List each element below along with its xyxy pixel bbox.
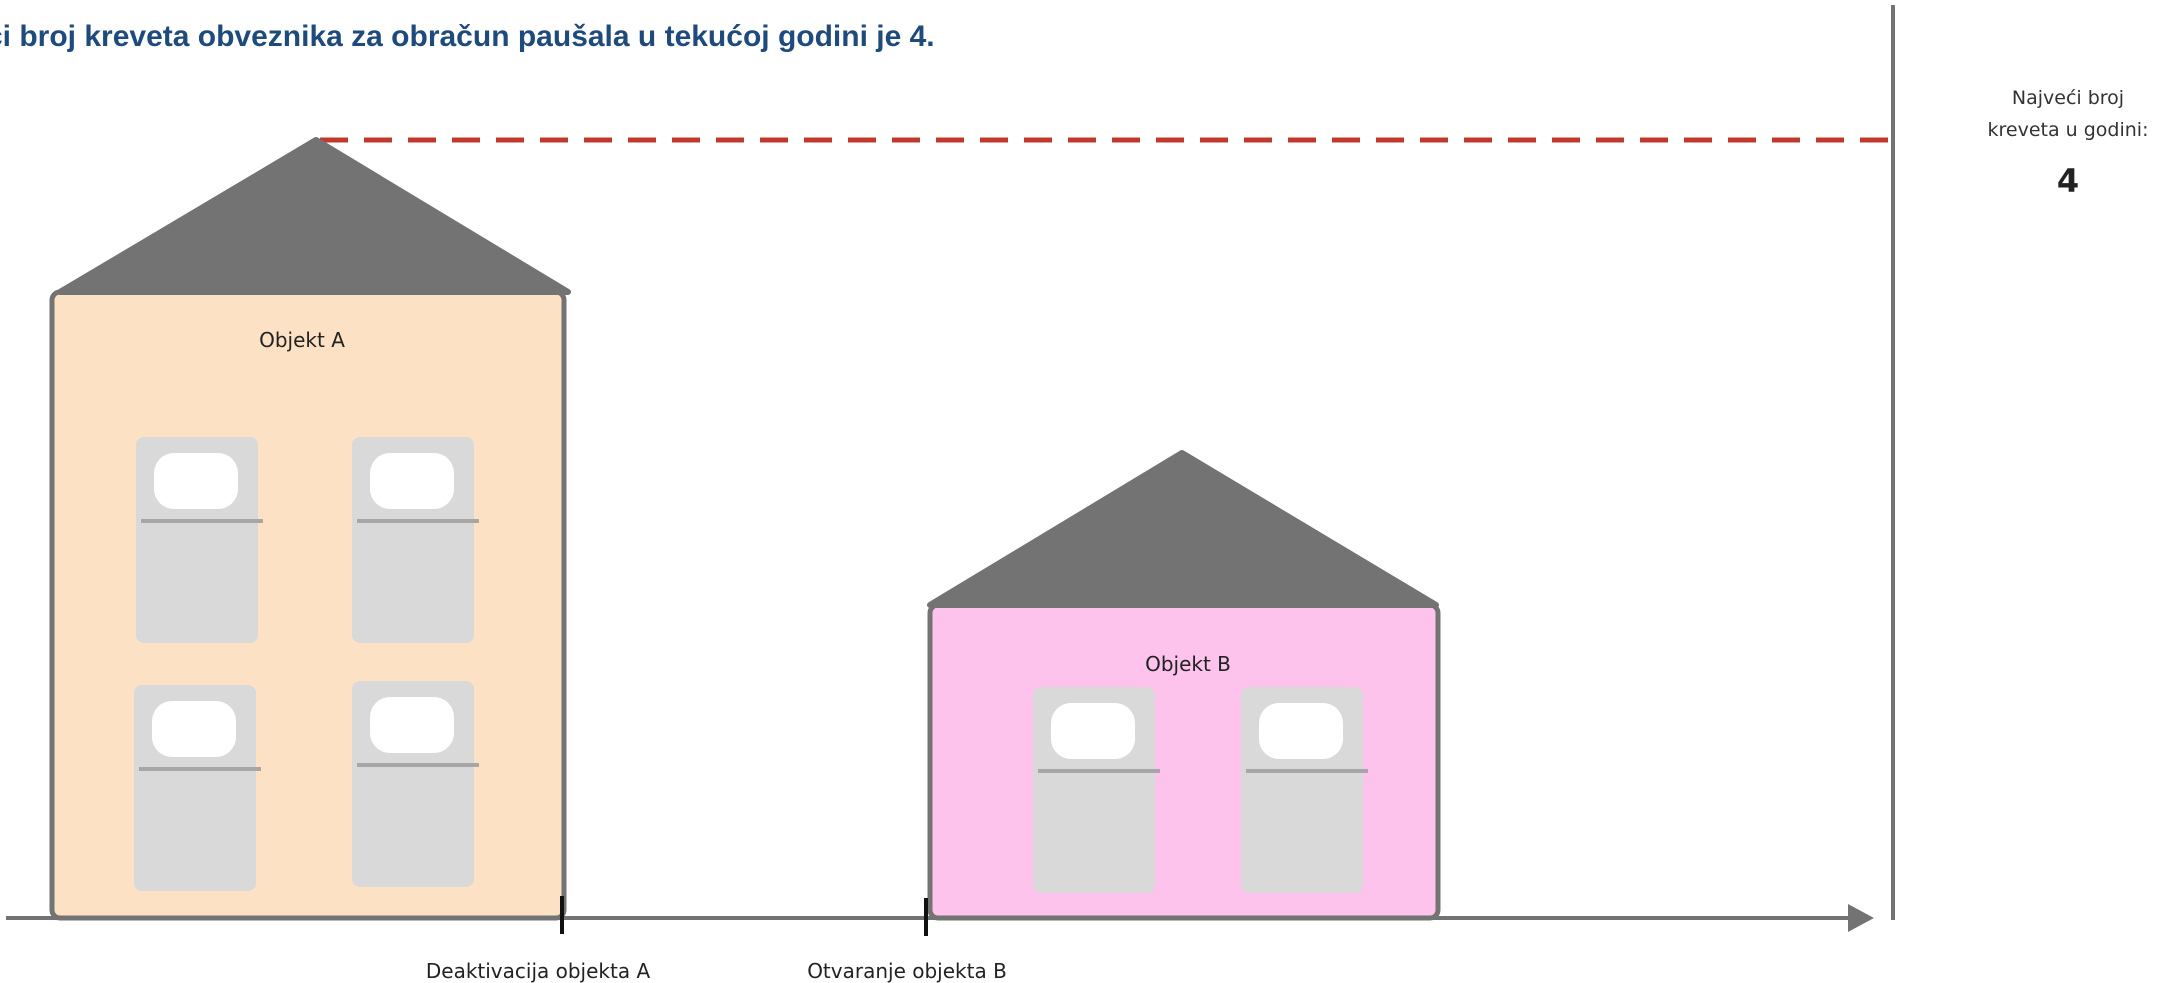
event-label-opening-b: Otvaranje objekta B [807, 959, 1007, 983]
max-beds-label-line2: kreveta u godini: [1988, 119, 2149, 141]
building-b-roof [927, 450, 1439, 608]
bed-icon [352, 437, 479, 643]
building-b-label: Objekt B [1145, 652, 1231, 676]
max-beds-value: 4 [2057, 162, 2079, 200]
building-a: Objekt A [49, 137, 571, 921]
building-a-wall [49, 289, 567, 921]
building-b: Objekt B [927, 450, 1441, 921]
bed-icon [1033, 687, 1160, 893]
event-label-deactivation-a: Deaktivacija objekta A [426, 959, 651, 983]
bed-icon [134, 685, 261, 891]
timeline-arrowhead [1848, 904, 1874, 932]
building-a-label: Objekt A [259, 328, 345, 352]
building-a-roof [57, 137, 571, 295]
diagram-title: ći broj kreveta obveznika za obračun pau… [0, 20, 935, 53]
max-beds-label-line1: Najveći broj [2012, 87, 2124, 109]
bed-icon [352, 681, 479, 887]
bed-icon [136, 437, 263, 643]
bed-icon [1241, 687, 1368, 893]
